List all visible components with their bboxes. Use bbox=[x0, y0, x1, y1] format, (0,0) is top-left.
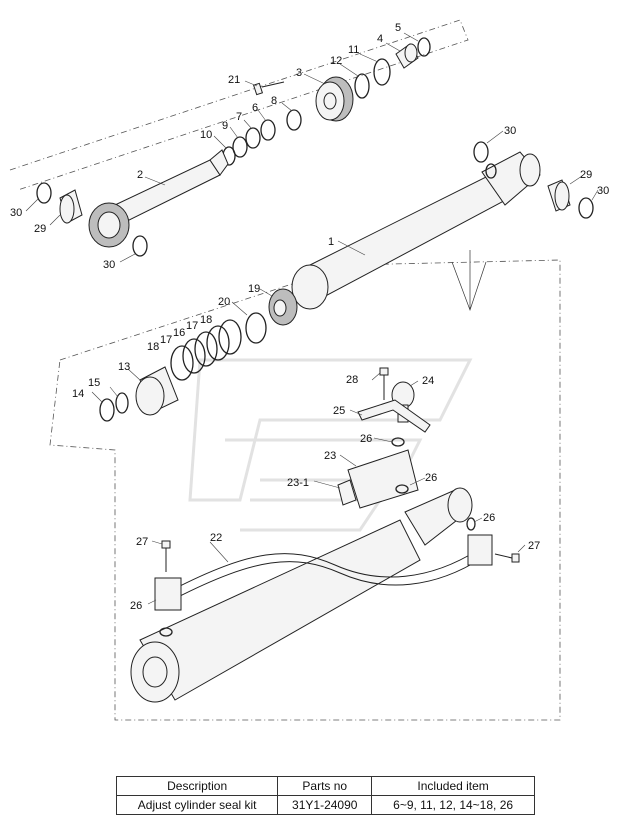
part-29-bushing-left bbox=[59, 189, 83, 224]
part-3-rod-cover bbox=[315, 76, 354, 122]
callout-26-left: 26 bbox=[130, 600, 142, 612]
callout-27-right: 27 bbox=[528, 540, 540, 552]
cell-description: Adjust cylinder seal kit bbox=[115, 795, 279, 815]
part-26-oring-lower bbox=[159, 627, 173, 637]
table-row: Adjust cylinder seal kit 31Y1-24090 6~9,… bbox=[115, 795, 535, 815]
lower-cylinder-assembly bbox=[130, 487, 473, 703]
part-14-ring bbox=[99, 398, 115, 422]
header-parts-no: Parts no bbox=[277, 776, 373, 796]
seal-kit-table-header: Description Parts no Included item bbox=[115, 776, 535, 796]
callout-26-right: 26 bbox=[483, 512, 495, 524]
callout-18: 18 bbox=[147, 341, 159, 353]
callout-15: 15 bbox=[88, 377, 100, 389]
seal-kit-table: Description Parts no Included item Adjus… bbox=[115, 776, 535, 815]
callout-3: 3 bbox=[296, 67, 302, 79]
lower-group-outline bbox=[49, 259, 561, 721]
part-16-18-seal-stack bbox=[170, 319, 242, 381]
part-6-ring bbox=[260, 119, 276, 141]
callout-22: 22 bbox=[210, 532, 222, 544]
part-26-flange-right bbox=[467, 534, 493, 566]
part-30-ring-rod-lower bbox=[132, 235, 148, 257]
part-12-ring bbox=[354, 73, 370, 99]
part-21-bolt bbox=[252, 81, 285, 96]
part-9-ring bbox=[232, 136, 248, 158]
callout-23-1: 23-1 bbox=[287, 477, 309, 489]
part-29-bushing-right bbox=[547, 179, 571, 212]
callout-2: 2 bbox=[137, 169, 143, 181]
part-26-oring-right bbox=[466, 517, 476, 531]
callout-30-rod: 30 bbox=[103, 259, 115, 271]
callout-30-left: 30 bbox=[10, 207, 22, 219]
part-1-cylinder-tube bbox=[291, 151, 541, 310]
part-27-bolt-right bbox=[494, 553, 520, 563]
part-30-ring-tube-boss bbox=[485, 163, 497, 179]
callout-8: 8 bbox=[271, 95, 277, 107]
part-30-ring-upper-right bbox=[473, 141, 489, 163]
callout-16: 16 bbox=[173, 327, 185, 339]
callout-21: 21 bbox=[228, 74, 240, 86]
header-included-item: Included item bbox=[371, 776, 535, 796]
part-20-ring bbox=[245, 312, 267, 344]
part-11-ring bbox=[373, 58, 391, 86]
callout-20: 20 bbox=[218, 296, 230, 308]
callout-6: 6 bbox=[252, 102, 258, 114]
assembly-direction-arrow bbox=[451, 250, 487, 312]
part-30-ring-left bbox=[36, 182, 52, 204]
cell-included-item: 6~9, 11, 12, 14~18, 26 bbox=[371, 795, 535, 815]
callout-30-right: 30 bbox=[597, 185, 609, 197]
callout-29-right: 29 bbox=[580, 169, 592, 181]
part-5-ring bbox=[417, 37, 431, 57]
callout-23: 23 bbox=[324, 450, 336, 462]
callout-11: 11 bbox=[348, 44, 359, 56]
part-28-bolt bbox=[379, 367, 389, 400]
callout-30-top-right: 30 bbox=[504, 125, 516, 137]
callout-28: 28 bbox=[346, 374, 358, 386]
part-4-bushing bbox=[395, 43, 419, 69]
part-25-clamp bbox=[357, 399, 431, 433]
callout-25: 25 bbox=[333, 405, 345, 417]
callout-27-left: 27 bbox=[136, 536, 148, 548]
callout-26-valve: 26 bbox=[360, 433, 372, 445]
cell-parts-no: 31Y1-24090 bbox=[277, 795, 373, 815]
leader-lines bbox=[25, 32, 599, 605]
header-description: Description bbox=[115, 776, 279, 796]
part-8-ring bbox=[286, 109, 302, 131]
part-26-oring-valve-bottom bbox=[395, 484, 409, 494]
exploded-parts-diagram: 5 4 11 12 3 21 8 6 7 9 10 2 30 29 30 30 … bbox=[9, 19, 609, 721]
callout-7: 7 bbox=[236, 111, 242, 123]
callout-10: 10 bbox=[200, 129, 212, 141]
part-26-flange-left bbox=[154, 577, 182, 611]
callout-24: 24 bbox=[422, 375, 434, 387]
callout-17: 17 bbox=[160, 334, 172, 346]
part-2-piston-rod bbox=[88, 149, 229, 248]
callout-13: 13 bbox=[118, 361, 130, 373]
part-7-ring bbox=[245, 127, 261, 149]
part-30-ring-right bbox=[578, 197, 594, 219]
rod-group-outline bbox=[9, 19, 469, 191]
callout-29-left: 29 bbox=[34, 223, 46, 235]
callout-17-top: 17 bbox=[186, 320, 198, 332]
callout-5: 5 bbox=[395, 22, 401, 34]
callout-4: 4 bbox=[377, 33, 383, 45]
part-22-pipe bbox=[171, 549, 483, 599]
part-13-piston bbox=[135, 366, 179, 416]
callout-9: 9 bbox=[222, 120, 228, 132]
callout-1: 1 bbox=[328, 236, 334, 248]
callout-26-boss: 26 bbox=[425, 472, 437, 484]
callout-19: 19 bbox=[248, 283, 260, 295]
callout-14: 14 bbox=[72, 388, 84, 400]
part-15-ring bbox=[115, 392, 129, 414]
callout-18-top: 18 bbox=[200, 314, 212, 326]
callout-12: 12 bbox=[330, 55, 342, 67]
callout-labels: 5 4 11 12 3 21 8 6 7 9 10 2 30 29 30 30 … bbox=[10, 22, 609, 612]
part-27-bolt-left bbox=[161, 540, 171, 572]
part-19-lock-nut bbox=[268, 288, 298, 326]
